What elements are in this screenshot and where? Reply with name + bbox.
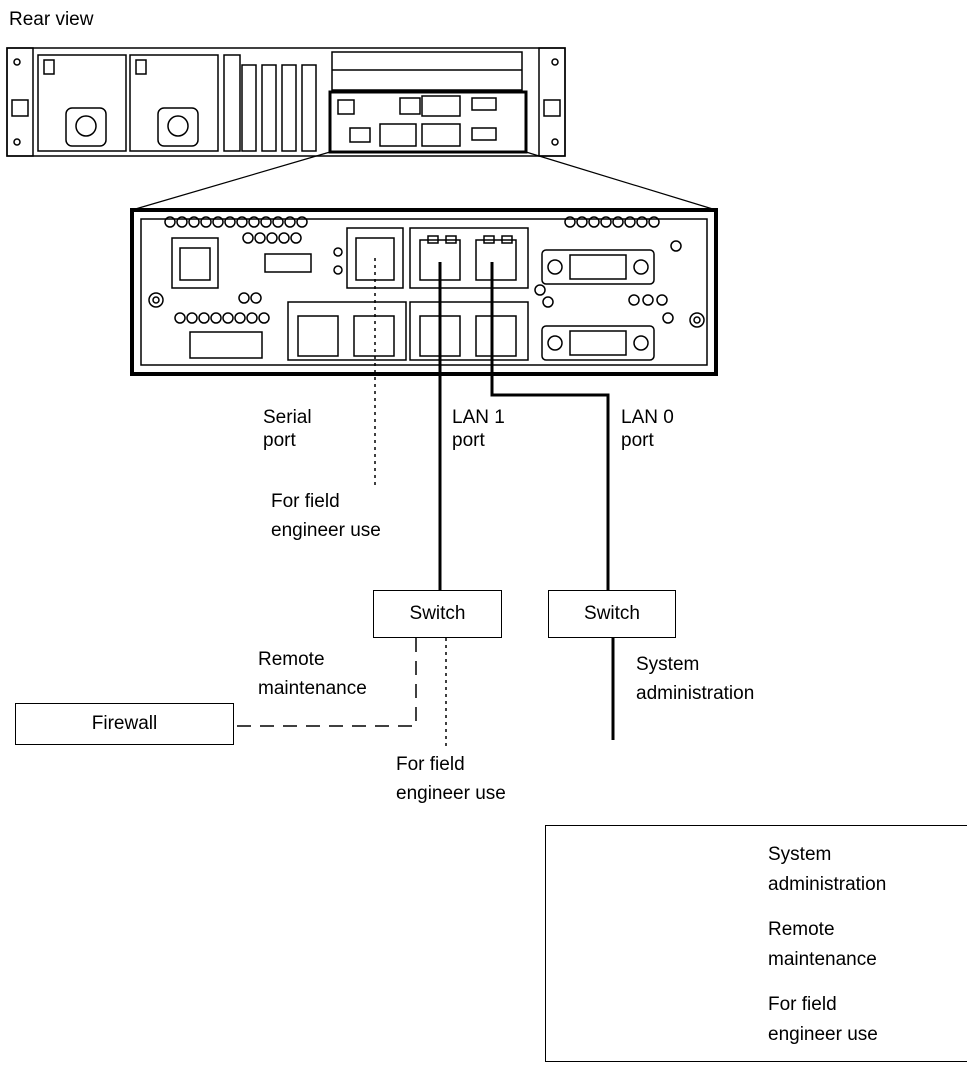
field-engineer-label-top: For field engineer use [271, 487, 381, 545]
io-panel-enlarged [130, 208, 718, 376]
switch-left: Switch [373, 590, 502, 638]
legend [545, 825, 967, 1062]
server-rear-chassis [6, 47, 566, 157]
legend-item-solid: System administration [768, 840, 886, 900]
system-administration-label-line2: administration [636, 683, 755, 704]
lan0-cable [490, 262, 610, 590]
power-connector-icon [157, 107, 199, 147]
remote-maintenance-link [236, 638, 417, 727]
switch-right: Switch [548, 590, 676, 638]
remote-maintenance-label-line1: Remote [258, 649, 325, 670]
field-engineer-label-bottom-line2: engineer use [396, 783, 506, 804]
serial-port-label-line2: port [263, 430, 296, 451]
serial-port-label-line1: Serial [263, 407, 312, 428]
lan1-port-label: LAN 1 port [452, 406, 505, 452]
field-engineer-label-top-line1: For field [271, 491, 340, 512]
lan0-port-label-line2: port [621, 430, 654, 451]
legend-item-solid-line2: administration [768, 874, 887, 895]
lan1-port-label-line2: port [452, 430, 485, 451]
remote-maintenance-label-line2: maintenance [258, 678, 367, 699]
legend-item-dotted-line2: engineer use [768, 1024, 878, 1045]
field-engineer-label-bottom: For field engineer use [396, 750, 506, 808]
serial-port-label: Serial port [263, 406, 312, 452]
lan0-port-label: LAN 0 port [621, 406, 674, 452]
system-administration-label: System administration [636, 650, 754, 708]
cables [236, 258, 615, 748]
legend-item-dashed-line1: Remote [768, 919, 835, 940]
legend-item-dashed-line2: maintenance [768, 949, 877, 970]
legend-item-dashed: Remote maintenance [768, 915, 877, 975]
rear-view-title: Rear view [9, 9, 94, 30]
field-engineer-label-top-line2: engineer use [271, 520, 381, 541]
zoom-callout-lines [131, 151, 717, 211]
power-connector-icon [65, 107, 107, 147]
remote-maintenance-label: Remote maintenance [258, 645, 367, 703]
lan1-port-label-line1: LAN 1 [452, 407, 505, 428]
legend-item-solid-line1: System [768, 844, 832, 865]
vent-holes [164, 216, 682, 324]
lan0-port-label-line1: LAN 0 [621, 407, 674, 428]
firewall: Firewall [15, 703, 234, 745]
system-administration-label-line1: System [636, 654, 700, 675]
field-engineer-label-bottom-line1: For field [396, 754, 465, 775]
legend-item-dotted-line1: For field [768, 994, 837, 1015]
legend-item-dotted: For field engineer use [768, 990, 878, 1050]
